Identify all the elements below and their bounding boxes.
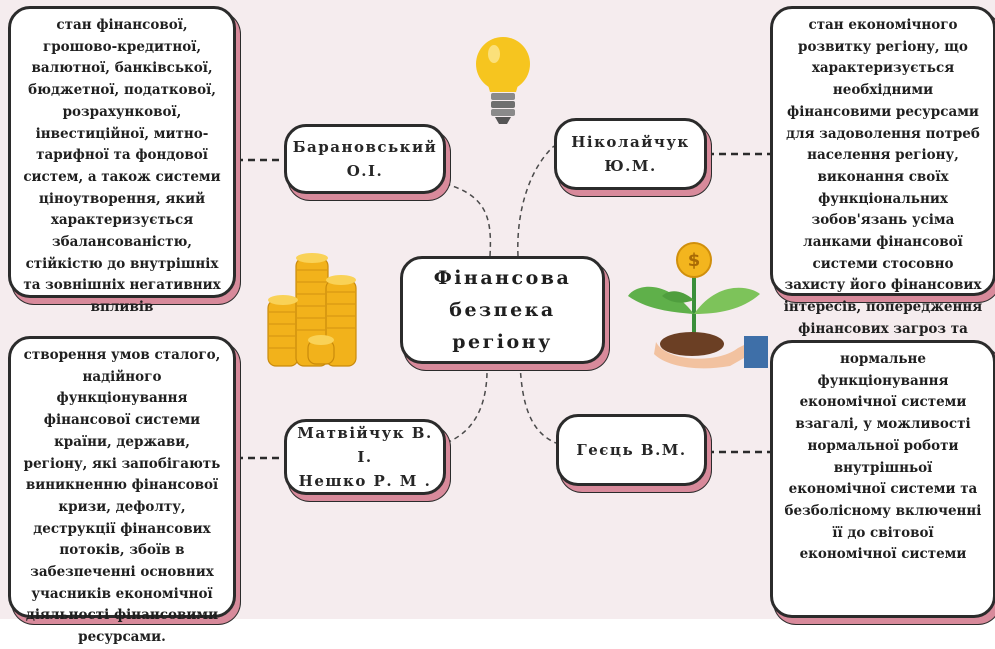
coin-stacks-icon (267, 253, 357, 367)
light-bulb-icon (476, 37, 530, 124)
definition-text: створення умов сталого, надійного функці… (23, 347, 221, 646)
author-label: Барановський О.І. (292, 138, 438, 180)
definition-heiets-text: нормальне функціонування економічної сис… (770, 340, 995, 618)
author-label: Геєць В.М. (576, 441, 687, 459)
definition-matviichuk-text: створення умов сталого, надійного функці… (8, 336, 236, 645)
author-nikolaichuk: Ніколайчук Ю.М. (554, 118, 707, 190)
definition-text: стан фінансової, грошово-кредитної, валю… (23, 17, 221, 316)
svg-text:$: $ (688, 250, 701, 271)
connector-center-to-matviichuk (445, 363, 488, 444)
author-matviichuk-neshko: Матвійчук В. І. Нешко Р. М . (284, 419, 446, 495)
author-heiets: Геєць В.М. (556, 414, 707, 486)
definition-nikolaichuk-text: стан економічного розвитку регіону, що х… (770, 6, 995, 359)
definition-text: стан економічного розвитку регіону, що х… (783, 17, 983, 359)
definition-baranovsky-text: стан фінансової, грошово-кредитної, валю… (8, 6, 236, 315)
definition-text: нормальне функціонування економічної сис… (784, 351, 982, 563)
money-plant-hand-icon: $ (628, 242, 768, 369)
connector-center-to-nikolaichuk (517, 145, 555, 257)
central-topic: Фінансова безпека регіону (400, 256, 605, 364)
connector-center-to-heiets (519, 363, 557, 444)
connector-lines (236, 145, 770, 460)
author-label: Матвійчук В. І. Нешко Р. М . (297, 424, 433, 490)
author-baranovsky: Барановський О.І. (284, 124, 446, 194)
connector-center-to-baranovsky (445, 183, 492, 257)
author-label: Ніколайчук Ю.М. (571, 133, 690, 175)
central-topic-title: Фінансова безпека регіону (433, 267, 572, 353)
